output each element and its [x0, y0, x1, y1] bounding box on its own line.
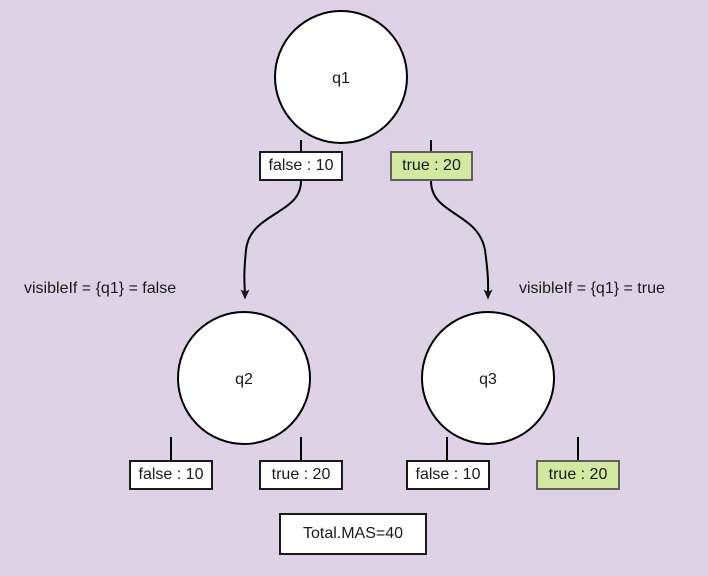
value-box-q3-true[interactable]: true : 20 [536, 460, 620, 490]
value-box-label: false : 10 [138, 466, 204, 483]
value-box-q3-false[interactable]: false : 10 [406, 460, 490, 490]
total-mas-box[interactable]: Total.MAS=40 [279, 513, 427, 555]
value-box-q1-true[interactable]: true : 20 [390, 151, 473, 181]
value-box-label: false : 10 [268, 157, 334, 174]
node-label-q2: q2 [235, 371, 253, 388]
value-box-q2-true[interactable]: true : 20 [259, 460, 343, 490]
edge-label-right: visibleIf = {q1} = true [519, 280, 665, 297]
value-box-label: true : 20 [402, 157, 461, 174]
node-q2[interactable] [177, 311, 311, 445]
value-box-label: false : 10 [415, 466, 481, 483]
value-box-q2-false[interactable]: false : 10 [129, 460, 213, 490]
node-label-q3: q3 [479, 371, 497, 388]
edge-label-left: visibleIf = {q1} = false [24, 280, 177, 297]
edge-q1-false-to-q2 [240, 180, 302, 300]
node-q3[interactable] [421, 311, 555, 445]
value-box-q1-false[interactable]: false : 10 [259, 151, 343, 181]
total-mas-label: Total.MAS=40 [302, 525, 404, 542]
value-box-label: true : 20 [271, 466, 331, 483]
node-q1[interactable] [274, 10, 408, 144]
edge-q1-true-to-q3 [430, 180, 493, 300]
node-label-q1: q1 [332, 70, 350, 87]
value-box-label: true : 20 [548, 466, 608, 483]
